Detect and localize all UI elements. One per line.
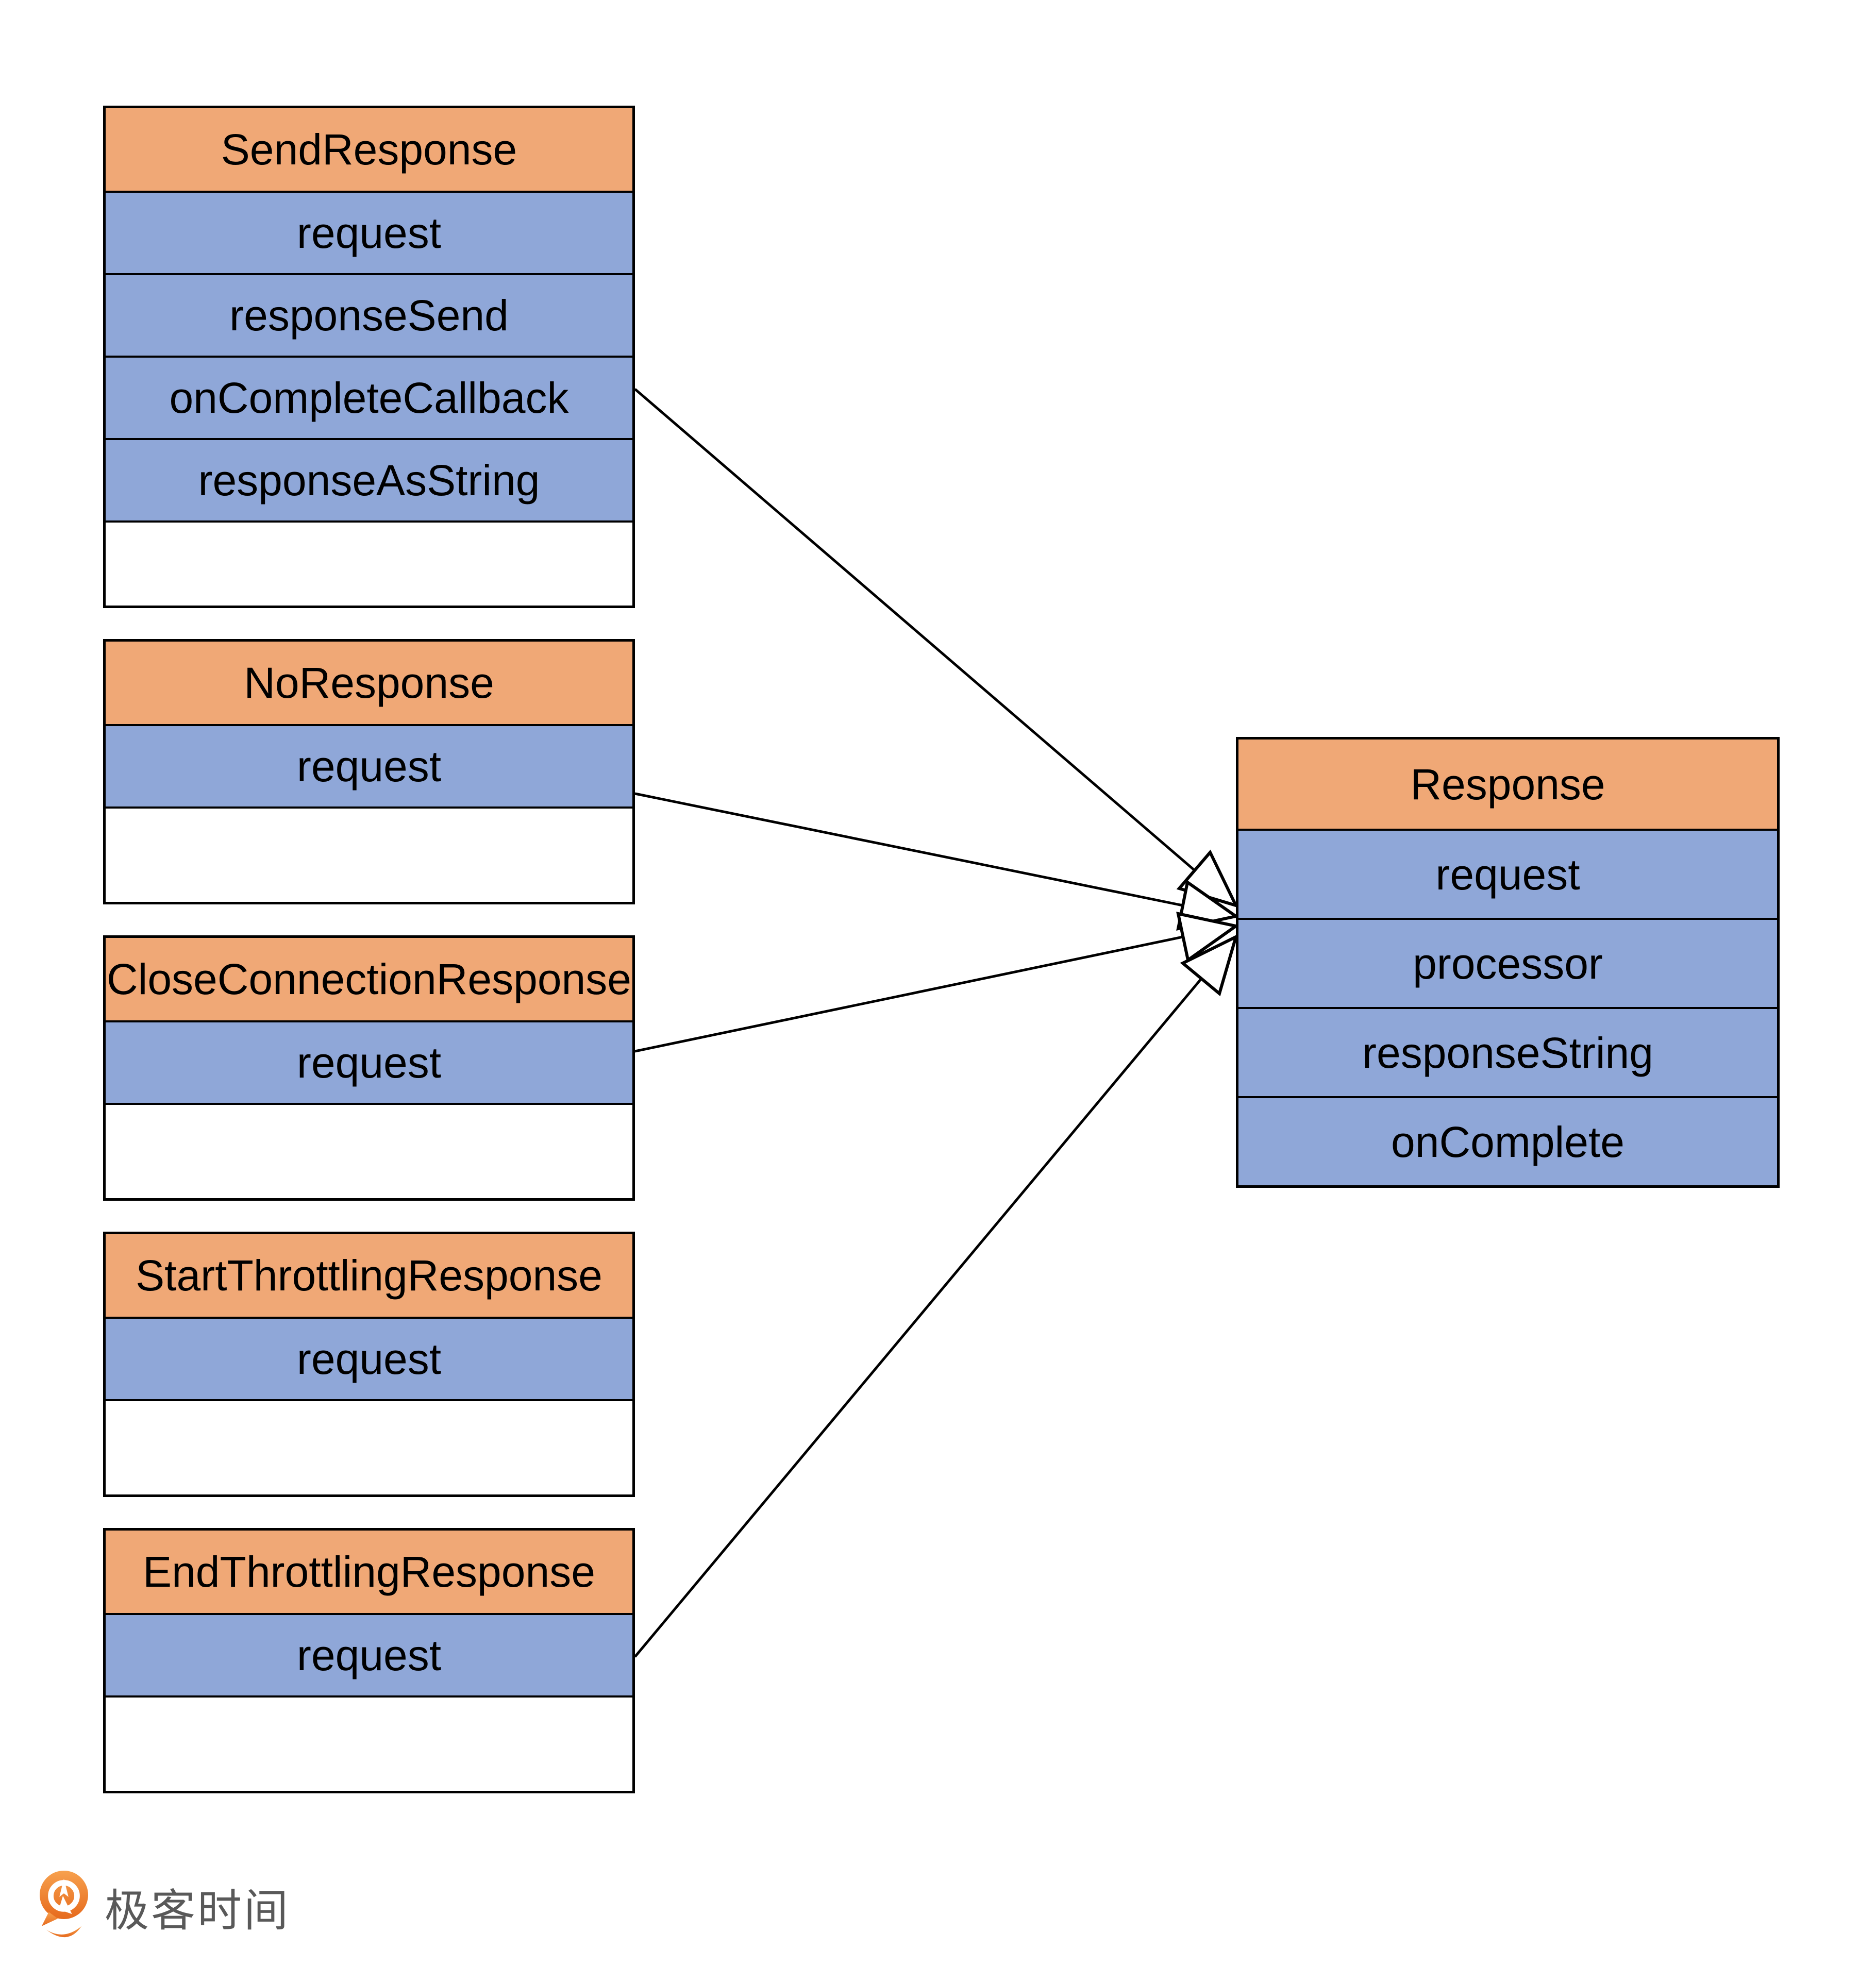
- class-attribute: processor: [1238, 918, 1777, 1007]
- class-box-noresponse: NoResponse request: [103, 639, 635, 904]
- class-empty-section: [106, 520, 632, 606]
- class-attribute: request: [106, 1020, 632, 1103]
- class-title: NoResponse: [106, 642, 632, 724]
- class-attribute: request: [106, 724, 632, 806]
- class-box-sendresponse: SendResponse request responseSend onComp…: [103, 106, 635, 608]
- class-box-response: Response request processor responseStrin…: [1236, 737, 1780, 1188]
- class-attribute: responseString: [1238, 1007, 1777, 1096]
- inheritance-arrow-closeconnectionresponse-to-response: [634, 912, 1240, 1053]
- class-empty-section: [106, 1399, 632, 1494]
- class-attribute: request: [106, 191, 632, 273]
- class-attribute: onComplete: [1238, 1096, 1777, 1185]
- class-box-startthrottlingresponse: StartThrottlingResponse request: [103, 1232, 635, 1497]
- class-empty-section: [106, 806, 632, 902]
- class-box-closeconnectionresponse: CloseConnectionResponse request: [103, 935, 635, 1201]
- class-empty-section: [106, 1695, 632, 1791]
- geektime-logo: 极客时间: [39, 1870, 290, 1943]
- inheritance-arrow-sendresponse-to-response: [634, 388, 1239, 908]
- class-title: EndThrottlingResponse: [106, 1531, 632, 1613]
- geektime-logo-text: 极客时间: [105, 1886, 290, 1936]
- class-box-endthrottlingresponse: EndThrottlingResponse request: [103, 1528, 635, 1793]
- class-attribute: request: [106, 1613, 632, 1695]
- class-title: StartThrottlingResponse: [106, 1234, 632, 1317]
- class-attribute: onCompleteCallback: [106, 356, 632, 438]
- class-title: SendResponse: [106, 108, 632, 191]
- inheritance-arrow-endthrottlingresponse-to-response: [634, 934, 1238, 1658]
- class-title: CloseConnectionResponse: [106, 938, 632, 1020]
- geektime-logo-icon: [39, 1870, 89, 1938]
- class-title: Response: [1238, 740, 1777, 829]
- class-attribute: request: [106, 1317, 632, 1399]
- class-attribute: responseAsString: [106, 438, 632, 520]
- class-attribute: responseSend: [106, 273, 632, 356]
- class-empty-section: [106, 1103, 632, 1198]
- inheritance-arrow-noresponse-to-response: [634, 792, 1240, 931]
- class-attribute: request: [1238, 829, 1777, 918]
